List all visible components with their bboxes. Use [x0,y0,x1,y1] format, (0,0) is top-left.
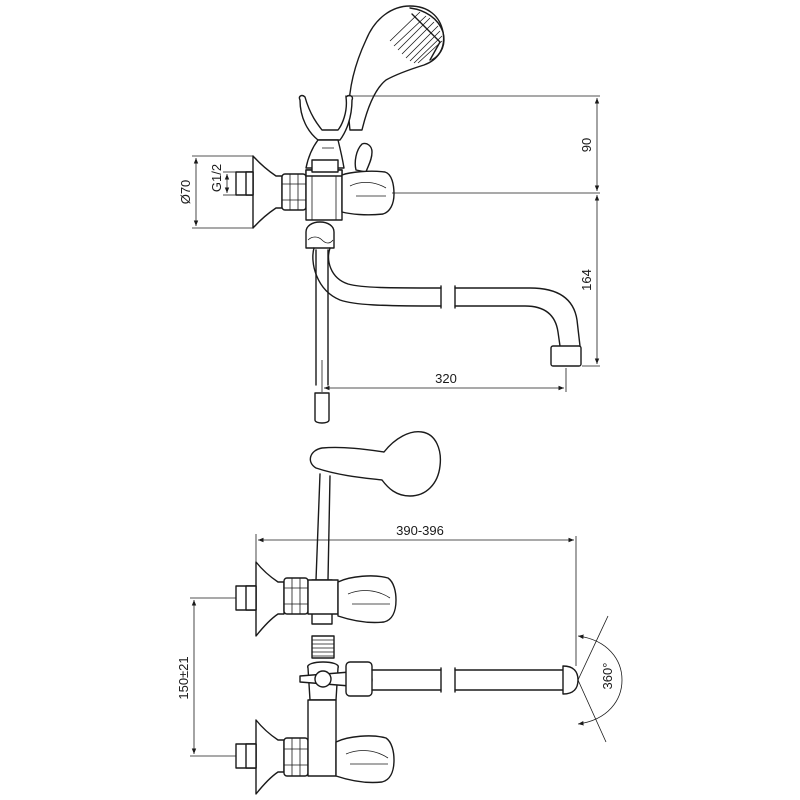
spout-swivel [305,221,335,249]
upper-flange [235,561,339,637]
spout-pipe [312,247,582,367]
label-diameter: Ø70 [178,180,193,205]
shower-head-front [309,431,442,497]
label-overall-width: 390-396 [396,523,444,538]
side-view: Ø70 G1/2 90 164 320 [178,5,600,424]
label-thread: G1/2 [209,164,224,192]
shower-hose [314,249,330,424]
dimension-centers: 150±21 [176,597,236,757]
handle-knob [341,170,395,216]
spout-pipe-front [345,661,579,697]
lower-handle [335,735,395,784]
label-centers: 150±21 [176,656,191,699]
label-spout-length: 320 [435,371,457,386]
diverter-lever [354,142,373,173]
lower-flange [235,699,337,795]
shower-holder [298,94,354,169]
shower-head [348,5,445,131]
diverter-cartridge [307,635,339,701]
dimension-spout-length: 320 [321,360,567,392]
dimension-diameter: Ø70 [178,155,253,229]
hex-nut [281,173,307,211]
dimension-heights: 90 164 [345,95,600,367]
dimension-thread: G1/2 [209,164,236,196]
wall-flange [235,155,283,229]
label-height-spout: 164 [579,269,594,291]
label-height-top: 90 [579,138,594,152]
dimension-overall-width: 390-396 [255,523,577,666]
front-view: 390-396 150±21 360° [176,431,623,795]
label-rotation: 360° [600,663,615,690]
mixer-body [305,159,343,221]
upper-handle [337,575,397,624]
dimension-rotation: 360° [577,615,623,743]
